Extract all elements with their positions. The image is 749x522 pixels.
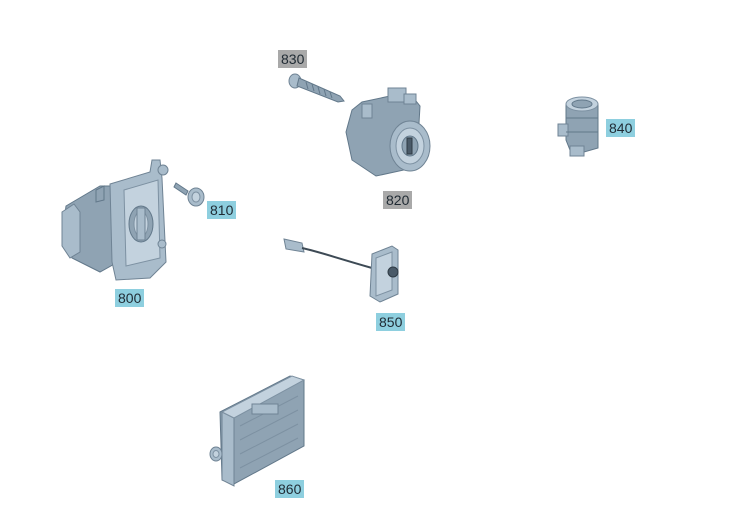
callout-810[interactable]: 810 xyxy=(207,201,237,219)
cable-switch-icon[interactable] xyxy=(283,238,399,303)
callout-830[interactable]: 830 xyxy=(278,50,308,68)
cylinder-sensor-icon[interactable] xyxy=(557,96,599,157)
screw-icon[interactable] xyxy=(173,182,205,207)
ignition-lock-icon[interactable] xyxy=(345,87,431,177)
callout-860[interactable]: 860 xyxy=(275,480,305,498)
callout-840[interactable]: 840 xyxy=(606,119,636,137)
callout-800[interactable]: 800 xyxy=(115,289,145,307)
bolt-icon[interactable] xyxy=(288,73,345,103)
callout-820[interactable]: 820 xyxy=(383,191,413,209)
rotary-light-switch-icon[interactable] xyxy=(61,159,169,281)
control-module-icon[interactable] xyxy=(209,375,306,487)
callout-850[interactable]: 850 xyxy=(376,313,406,331)
